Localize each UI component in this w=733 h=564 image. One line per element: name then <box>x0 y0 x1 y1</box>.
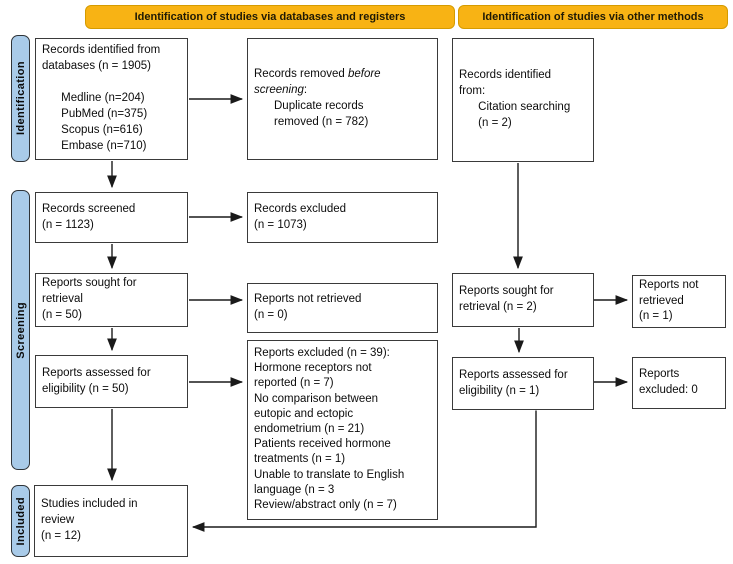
duplicate-removed-count-line: removed (n = 782) <box>274 115 369 128</box>
reports-sought-databases-text: Reports sought for retrieval (n = 50) <box>42 277 137 321</box>
stage-label-screening: Screening <box>14 301 27 359</box>
reports-sought-other-text: Reports sought for retrieval (n = 2) <box>459 285 554 313</box>
records-removed-italic-screening: screening <box>254 84 304 97</box>
reports-assessed-other-text: Reports assessed for eligibility (n = 1) <box>459 368 568 397</box>
reports-excluded-reasons-text: Reports excluded (n = 39): Hormone recep… <box>254 347 405 512</box>
reports-not-retrieved-other-text: Reports not retrieved (n = 1) <box>639 278 699 323</box>
stage-bar-screening: Screening <box>11 190 30 470</box>
records-removed-colon: : <box>303 84 308 97</box>
reports-assessed-databases-text: Reports assessed for eligibility (n = 50… <box>42 366 151 395</box>
banner-databases-registers: Identification of studies via databases … <box>85 5 455 29</box>
box-records-identified-other: Records identified from: Citation search… <box>452 38 594 162</box>
box-records-identified-databases: Records identified from databases (n = 1… <box>35 38 188 160</box>
stage-label-included: Included <box>14 496 27 546</box>
box-reports-sought-other: Reports sought for retrieval (n = 2) <box>452 273 594 327</box>
stage-label-identification: Identification <box>14 61 27 136</box>
box-reports-excluded-other: Reports excluded: 0 <box>632 357 726 409</box>
box-records-removed: Records removed before screening: Duplic… <box>247 38 438 160</box>
records-screened-text: Records screened (n = 1123) <box>42 202 136 231</box>
banner-other-methods-label: Identification of studies via other meth… <box>482 11 704 23</box>
reports-not-retrieved-databases-text: Reports not retrieved (n = 0) <box>254 293 362 321</box>
box-reports-assessed-other: Reports assessed for eligibility (n = 1) <box>452 357 594 410</box>
box-reports-sought-databases: Reports sought for retrieval (n = 50) <box>35 273 188 327</box>
records-removed-line1: Records removed <box>254 68 348 81</box>
box-reports-not-retrieved-other: Reports not retrieved (n = 1) <box>632 275 726 328</box>
box-reports-not-retrieved-databases: Reports not retrieved (n = 0) <box>247 283 438 333</box>
box-reports-excluded-reasons: Reports excluded (n = 39): Hormone recep… <box>247 340 438 520</box>
banner-databases-label: Identification of studies via databases … <box>134 11 406 23</box>
records-identified-other-text: Records identified from: Citation search… <box>459 69 571 129</box>
records-identified-databases-text: Records identified from databases (n = 1… <box>42 44 161 152</box>
records-removed-italic-before: before <box>347 68 381 81</box>
box-reports-assessed-databases: Reports assessed for eligibility (n = 50… <box>35 355 188 408</box>
stage-bar-included: Included <box>11 485 30 557</box>
banner-other-methods: Identification of studies via other meth… <box>458 5 728 29</box>
stage-bar-identification: Identification <box>11 35 30 162</box>
reports-excluded-other-text: Reports excluded: 0 <box>639 368 698 396</box>
studies-included-text: Studies included in review (n = 12) <box>41 498 138 542</box>
duplicate-records-line: Duplicate records <box>274 100 364 112</box>
records-excluded-text: Records excluded (n = 1073) <box>254 202 347 231</box>
box-records-excluded: Records excluded (n = 1073) <box>247 192 438 243</box>
box-records-screened: Records screened (n = 1123) <box>35 192 188 243</box>
records-removed-text: Records removed before screening: Duplic… <box>254 67 381 130</box>
box-studies-included: Studies included in review (n = 12) <box>34 485 188 557</box>
